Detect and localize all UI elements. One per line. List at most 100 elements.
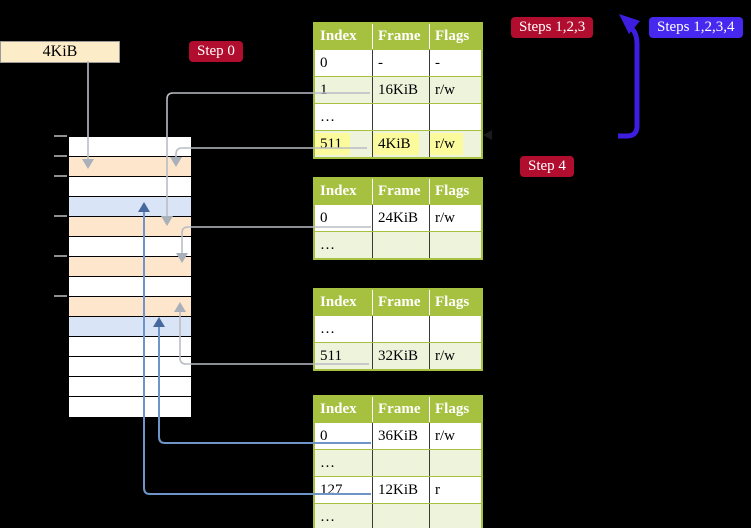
memory-row-5: [69, 237, 191, 257]
cell-frame: 24KiB: [372, 205, 429, 231]
cell-frame: -: [372, 50, 429, 76]
cell-index: …: [320, 455, 335, 471]
cell-frame: [372, 504, 429, 528]
cell-flags: [429, 232, 481, 258]
cell-flags: r/w: [429, 131, 481, 157]
cell-flags: r/w: [429, 77, 481, 103]
table-row: …: [315, 231, 481, 258]
memory-row-9: [69, 317, 191, 337]
cell-flags: [429, 104, 481, 130]
frame-size-label: 4KiB: [0, 41, 120, 63]
table-row: …: [315, 315, 481, 342]
cell-frame: [372, 450, 429, 476]
column-header-index: Index: [320, 183, 357, 199]
cell-index: 0: [320, 428, 328, 444]
memory-tick: [54, 295, 67, 297]
memory-row-7: [69, 277, 191, 297]
memory-row-0: [69, 137, 191, 157]
physical-memory-column: [68, 136, 192, 418]
memory-row-1: [69, 157, 191, 177]
memory-tick: [54, 175, 67, 177]
memory-row-8: [69, 297, 191, 317]
cell-index: 127: [320, 482, 343, 498]
cell-flags: r/w: [429, 423, 481, 449]
cell-index: …: [320, 509, 335, 525]
cell-flags: r: [429, 477, 481, 503]
cell-frame: [372, 104, 429, 130]
badge-step-4: Step 4: [520, 156, 574, 177]
memory-row-13: [69, 397, 191, 417]
cell-frame: 32KiB: [372, 343, 429, 369]
memory-tick: [54, 155, 67, 157]
column-header-index: Index: [320, 294, 357, 310]
cell-frame: 12KiB: [372, 477, 429, 503]
column-header-index: Index: [320, 401, 357, 417]
cell-frame: 4KiB: [372, 131, 429, 157]
memory-tick: [54, 255, 67, 257]
memory-tick: [54, 215, 67, 217]
column-header-flags: Flags: [429, 24, 481, 49]
memory-tick: [54, 135, 67, 137]
highlighted-value: 511: [315, 133, 350, 155]
cell-index: 511: [320, 348, 342, 364]
memory-row-6: [69, 257, 191, 277]
cell-flags: r/w: [429, 205, 481, 231]
cell-frame: [372, 232, 429, 258]
memory-row-12: [69, 377, 191, 397]
memory-row-10: [69, 337, 191, 357]
cell-index: 0: [320, 210, 328, 226]
highlighted-value: 4KiB: [373, 133, 419, 155]
memory-row-4: [69, 217, 191, 237]
cell-index: 511: [315, 131, 372, 157]
memory-row-11: [69, 357, 191, 377]
table-row: …: [315, 449, 481, 476]
column-header-flags: Flags: [429, 179, 481, 204]
table-row: 511 4KiB r/w: [315, 130, 481, 157]
memory-row-3: [69, 197, 191, 217]
column-header-index: Index: [320, 28, 357, 44]
column-header-frame: Frame: [372, 290, 429, 315]
highlighted-value: r/w: [430, 133, 463, 155]
badge-steps-1-2-3: Steps 1,2,3: [511, 17, 594, 38]
arrowhead-left-icon: [483, 130, 492, 140]
arrowhead-upleft-icon: [619, 14, 640, 34]
cell-frame: [372, 316, 429, 342]
column-header-frame: Frame: [372, 24, 429, 49]
cell-index: …: [320, 321, 335, 337]
column-header-frame: Frame: [372, 179, 429, 204]
cell-index: …: [320, 237, 335, 253]
table-row: 0 --: [315, 49, 481, 76]
column-header-flags: Flags: [429, 397, 481, 422]
cell-index: …: [320, 109, 335, 125]
badge-steps-1-2-3-4: Steps 1,2,3,4: [649, 17, 743, 38]
column-header-frame: Frame: [372, 397, 429, 422]
cell-index: 1: [320, 82, 328, 98]
cell-frame: 16KiB: [372, 77, 429, 103]
cell-flags: [429, 504, 481, 528]
column-header-flags: Flags: [429, 290, 481, 315]
table-row: …: [315, 103, 481, 130]
table-row: …: [315, 503, 481, 528]
cell-flags: r/w: [429, 343, 481, 369]
cell-flags: [429, 316, 481, 342]
cell-flags: -: [429, 50, 481, 76]
loop-arrow-steps: [618, 24, 640, 139]
memory-row-2: [69, 177, 191, 197]
badge-step-0: Step 0: [189, 41, 243, 62]
cell-index: 0: [320, 55, 328, 71]
cell-flags: [429, 450, 481, 476]
